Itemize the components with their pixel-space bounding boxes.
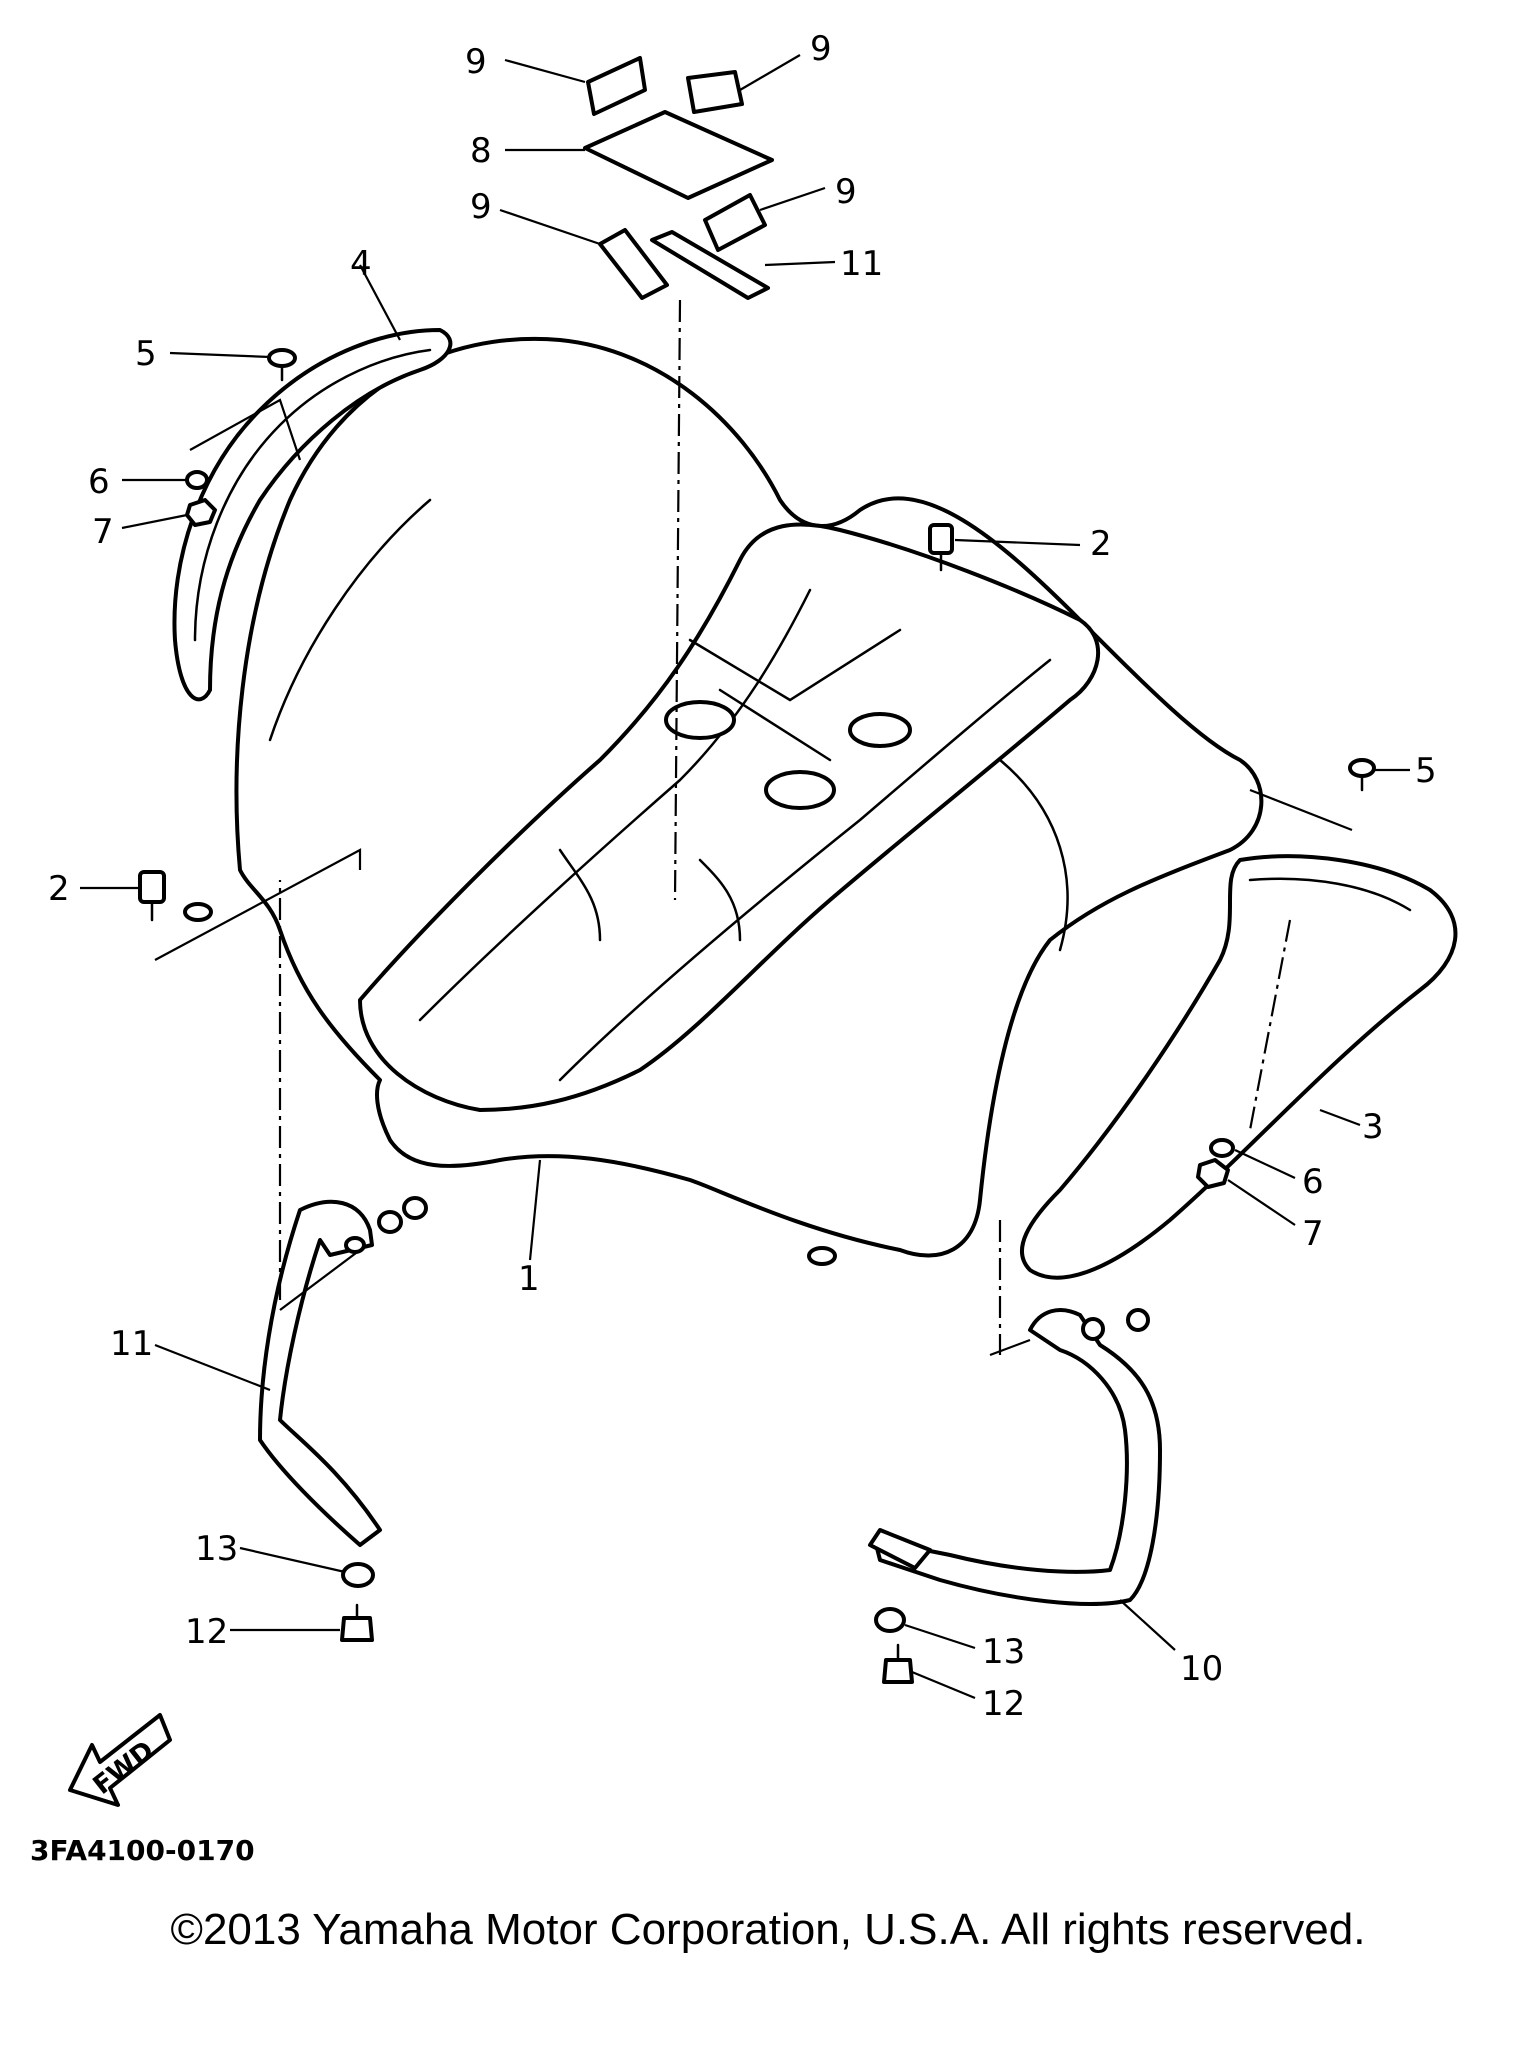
fwd-arrow: FWD xyxy=(68,1713,172,1807)
callout-10: 10 xyxy=(1180,1649,1223,1689)
part-1-floor-line xyxy=(688,628,902,762)
part-7-nut-left xyxy=(185,498,217,527)
part-7-nut-right xyxy=(1196,1158,1230,1189)
callout-6-left: 6 xyxy=(88,462,110,502)
washer-right-b xyxy=(1126,1308,1150,1332)
callout-5-top: 5 xyxy=(135,334,157,374)
part-4-flap-groove xyxy=(193,348,432,642)
fwd-arrow-shape xyxy=(68,1713,172,1807)
part-3-flap-groove xyxy=(1248,877,1412,912)
callout-labels: 9 9 8 9 9 11 4 5 6 7 2 5 2 3 6 7 1 11 13… xyxy=(48,29,1437,1724)
part-4-left-flap-group xyxy=(172,328,453,702)
part-1-recess-a xyxy=(664,700,736,740)
callout-9-mid-right: 9 xyxy=(835,172,857,212)
part-6-washer-right xyxy=(1209,1138,1235,1158)
part-3-right-flap xyxy=(1019,854,1458,1280)
part-10-right-bracket-group xyxy=(868,1308,1162,1606)
part-1-inner-ridge-2 xyxy=(558,658,1052,1082)
callout-11-left: 11 xyxy=(110,1324,153,1364)
part-13-washer-left xyxy=(341,1562,375,1588)
part-6-washer-left xyxy=(185,470,209,490)
part-13-washer-right xyxy=(874,1607,906,1633)
part-9-decal-mid-right xyxy=(703,193,767,252)
part-5-screw-top xyxy=(267,348,297,368)
callout-8: 8 xyxy=(470,131,492,171)
part-1-seat-slot xyxy=(558,848,742,942)
callout-5-right: 5 xyxy=(1415,751,1437,791)
callout-6-right: 6 xyxy=(1302,1162,1324,1202)
callout-9-top-right: 9 xyxy=(810,29,832,69)
part-4-left-flap xyxy=(172,328,453,702)
part-9-decal-mid-left xyxy=(598,228,669,300)
part-10-right-bracket xyxy=(873,1308,1162,1606)
part-8-decal xyxy=(583,110,774,200)
callout-2-top: 2 xyxy=(1090,524,1112,564)
callout-11-top: 11 xyxy=(840,244,883,284)
part-1-recess-b xyxy=(764,770,836,810)
screw-center-lower xyxy=(807,1246,837,1266)
callout-13-left: 13 xyxy=(195,1529,238,1569)
decal-parts-group xyxy=(583,56,774,300)
callout-9-mid-left: 9 xyxy=(470,187,492,227)
callout-12-right: 12 xyxy=(982,1684,1025,1724)
part-11-left-bracket-group xyxy=(258,1199,382,1547)
part-9-decal-top-right xyxy=(686,70,744,114)
assembly-guides xyxy=(154,299,1353,1357)
callout-2-left: 2 xyxy=(48,869,70,909)
washer-right-a xyxy=(1081,1317,1105,1341)
callout-7-left: 7 xyxy=(92,512,114,552)
callout-3: 3 xyxy=(1362,1107,1384,1147)
washer-left-a xyxy=(377,1210,403,1234)
part-1-recess-c xyxy=(848,712,912,748)
part-9-decal-top-left xyxy=(586,56,647,116)
part-1-rear-fender xyxy=(234,336,1264,1258)
part-10-bracket-tab xyxy=(868,1528,932,1570)
part-11-strip xyxy=(650,230,770,300)
part-11-left-bracket-hole xyxy=(344,1236,366,1254)
screw-left-lower xyxy=(183,902,213,922)
part-2-bolt-top xyxy=(928,523,954,555)
part-11-left-bracket xyxy=(258,1199,382,1547)
part-3-right-flap-group xyxy=(1019,854,1458,1280)
washer-left-b xyxy=(402,1196,428,1220)
leader-lines xyxy=(80,54,1410,1700)
callout-4: 4 xyxy=(350,244,372,284)
callout-13-right: 13 xyxy=(982,1632,1025,1672)
callout-12-left: 12 xyxy=(185,1612,228,1652)
copyright-notice: ©2013 Yamaha Motor Corporation, U.S.A. A… xyxy=(170,1905,1366,1954)
callout-1: 1 xyxy=(518,1259,540,1299)
callout-7-right: 7 xyxy=(1302,1214,1324,1254)
part-12-bolt-left xyxy=(340,1616,374,1642)
part-12-bolt-right xyxy=(882,1658,914,1684)
part-2-bolt-left xyxy=(138,870,166,904)
callout-9-top-left: 9 xyxy=(465,42,487,82)
diagram-code: 3FA4100-0170 xyxy=(30,1834,255,1867)
part-1-tray-rim xyxy=(358,522,1100,1112)
part-1-inner-ridge xyxy=(418,588,812,1022)
part-1-panel-line xyxy=(268,498,1069,952)
part-5-screw-right xyxy=(1348,758,1376,778)
